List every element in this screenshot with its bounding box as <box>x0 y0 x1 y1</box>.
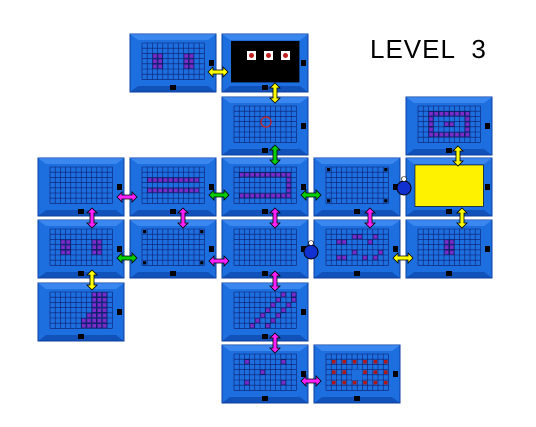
door <box>354 271 360 276</box>
room-r-row5-3 <box>221 282 309 342</box>
door <box>262 148 268 153</box>
bomb-icon <box>396 176 412 196</box>
connection-arrow-yellow <box>392 252 414 264</box>
connection-arrow-green <box>208 189 230 201</box>
connection-arrow-magenta <box>116 191 138 203</box>
connection-arrow-yellow <box>86 269 98 291</box>
door <box>301 309 306 315</box>
door <box>262 85 268 90</box>
connection-arrow-yellow <box>207 66 229 78</box>
door <box>485 184 490 190</box>
room-r-row4-4 <box>313 219 401 279</box>
door <box>446 209 452 214</box>
room-r-boss <box>221 33 309 93</box>
door <box>209 184 214 190</box>
door <box>485 123 490 129</box>
door <box>262 396 268 401</box>
door <box>301 371 306 377</box>
connection-arrow-magenta <box>177 207 189 229</box>
door <box>78 334 84 339</box>
door <box>301 60 306 66</box>
door <box>78 271 84 276</box>
connection-arrow-yellow <box>269 82 281 104</box>
connection-arrow-magenta <box>269 332 281 354</box>
connection-arrow-magenta <box>300 375 322 387</box>
door <box>170 209 176 214</box>
door <box>78 209 84 214</box>
room-r-top-left <box>129 33 217 93</box>
door <box>262 271 268 276</box>
door <box>262 209 268 214</box>
connection-arrow-yellow <box>456 207 468 229</box>
door <box>393 371 398 377</box>
door <box>301 184 306 190</box>
connection-arrow-green <box>300 189 322 201</box>
door <box>209 60 214 66</box>
connection-arrow-magenta <box>269 270 281 292</box>
room-r-row3-3 <box>221 157 309 217</box>
room-r-row4-3 <box>221 219 309 279</box>
room-r-row3-1 <box>37 157 125 217</box>
connection-arrow-green <box>116 252 138 264</box>
room-r-far-right-top <box>405 96 493 156</box>
connection-arrow-magenta <box>364 207 376 229</box>
door <box>117 309 122 315</box>
key-icon <box>260 116 272 128</box>
door <box>393 184 398 190</box>
connection-arrow-magenta <box>86 207 98 229</box>
door <box>354 396 360 401</box>
door <box>485 246 490 252</box>
door <box>117 246 122 252</box>
bomb-icon <box>303 240 319 260</box>
door <box>262 334 268 339</box>
door <box>301 123 306 129</box>
level-title: LEVEL 3 <box>370 34 487 64</box>
door <box>117 184 122 190</box>
room-r-row4-2 <box>129 219 217 279</box>
door <box>446 271 452 276</box>
door <box>354 209 360 214</box>
room-r-row3-2 <box>129 157 217 217</box>
room-r-row4-5 <box>405 219 493 279</box>
room-r-treasure <box>405 157 493 217</box>
door <box>170 271 176 276</box>
room-r-row4-1 <box>37 219 125 279</box>
door <box>393 246 398 252</box>
door <box>301 246 306 252</box>
room-r-row5-1 <box>37 282 125 342</box>
room-r-row6-4 <box>313 344 401 404</box>
room-r-entry-2 <box>221 96 309 156</box>
room-r-row3-4 <box>313 157 401 217</box>
door <box>446 148 452 153</box>
connection-arrow-magenta <box>208 255 230 267</box>
room-r-row6-3 <box>221 344 309 404</box>
door <box>209 246 214 252</box>
connection-arrow-yellow <box>452 145 464 167</box>
connection-arrow-magenta <box>269 207 281 229</box>
connection-arrow-green <box>269 144 281 166</box>
door <box>170 85 176 90</box>
